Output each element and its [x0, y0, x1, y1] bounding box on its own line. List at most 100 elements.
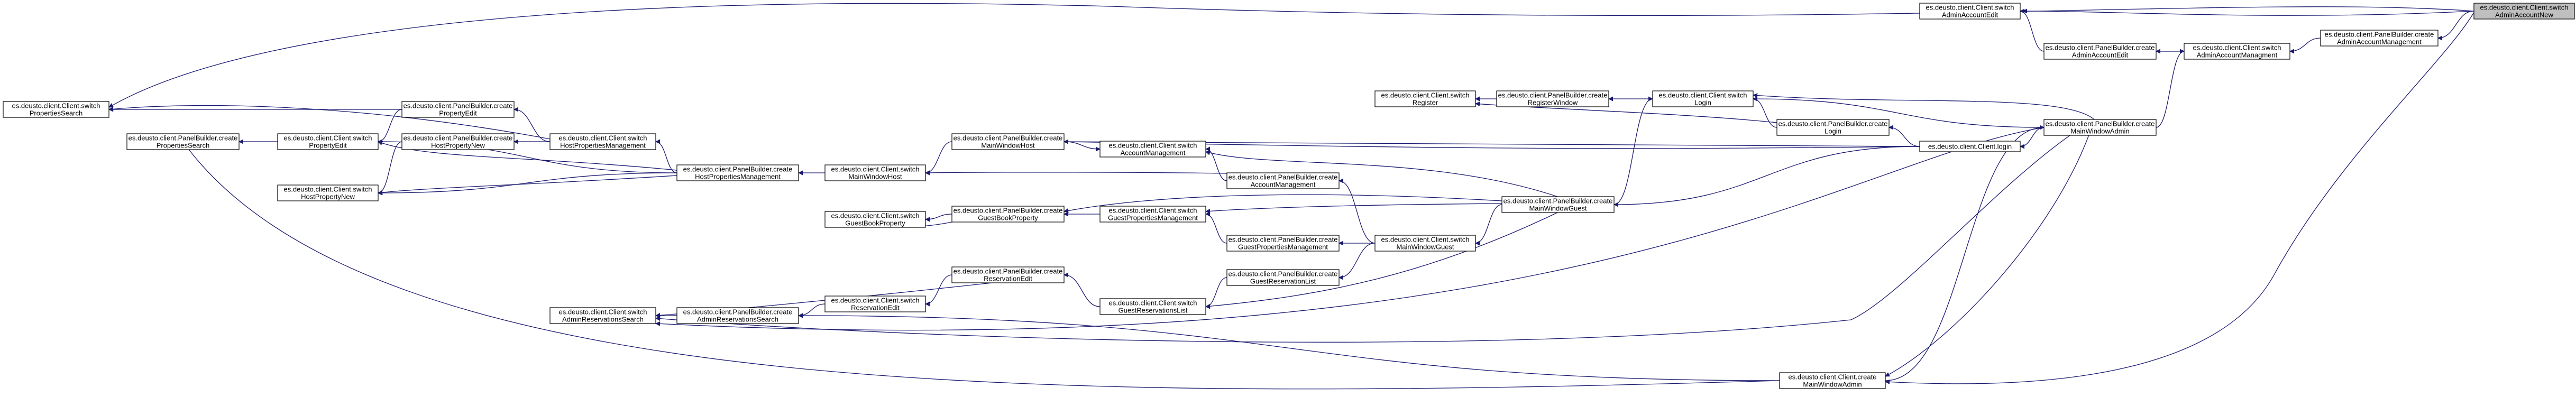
node-label: es.deusto.client.Client.switch: [2480, 4, 2569, 12]
graph-node[interactable]: es.deusto.client.PanelBuilder.createProp…: [401, 101, 515, 118]
node-box: [401, 133, 515, 150]
node-label: es.deusto.client.Client.switch: [1381, 91, 1470, 99]
call-edge: [1614, 96, 1653, 205]
graph-node[interactable]: es.deusto.client.Client.switchGuestReser…: [1099, 298, 1206, 315]
call-edge: [925, 274, 952, 307]
node-box: [824, 164, 926, 181]
node-box: [1776, 119, 1890, 136]
node-box: [549, 307, 656, 324]
graph-node[interactable]: es.deusto.client.Client.switchHostProper…: [549, 133, 656, 150]
edges-layer: [108, 3, 2474, 390]
call-edge-long: [655, 119, 2095, 343]
node-label: HostPropertyNew: [431, 142, 485, 150]
node-label: es.deusto.client.PanelBuilder.create: [954, 134, 1063, 142]
node-label: es.deusto.client.Client.switch: [831, 297, 920, 304]
graph-node[interactable]: es.deusto.client.Client.switchAccountMan…: [1099, 141, 1206, 158]
node-label: es.deusto.client.PanelBuilder.create: [2046, 120, 2155, 128]
node-box: [2043, 43, 2157, 60]
call-edge-long: [1885, 13, 2474, 384]
graph-node[interactable]: es.deusto.client.Client.switchGuestPrope…: [1099, 206, 1206, 223]
call-edge-long: [378, 175, 677, 195]
graph-node[interactable]: es.deusto.client.Client.switchPropertyEd…: [277, 133, 379, 150]
call-edge-long: [655, 127, 2045, 331]
node-box: [676, 164, 799, 181]
node-label: ReservationEdit: [851, 304, 900, 312]
graph-node[interactable]: es.deusto.client.Client.createMainWindow…: [1779, 372, 1886, 389]
call-edge-long: [1205, 212, 1558, 309]
graph-node[interactable]: es.deusto.client.PanelBuilder.createHost…: [676, 164, 799, 181]
node-label: es.deusto.client.Client.switch: [559, 308, 647, 316]
node-label: es.deusto.client.Client.switch: [2193, 44, 2281, 52]
node-label: HostPropertiesManagement: [695, 173, 781, 181]
graph-node[interactable]: es.deusto.client.PanelBuilder.createMain…: [1501, 196, 1615, 213]
graph-node[interactable]: es.deusto.client.Client.switchReservatio…: [824, 296, 926, 312]
node-box: [1919, 3, 2021, 20]
call-edge-long: [108, 3, 2474, 108]
graph-node[interactable]: es.deusto.client.PanelBuilder.createGues…: [1226, 235, 1340, 252]
node-box: [1374, 235, 1476, 252]
node-box: [824, 296, 926, 312]
graph-node[interactable]: es.deusto.client.PanelBuilder.createAcco…: [1226, 172, 1340, 189]
node-label: MainWindowHost: [848, 173, 902, 181]
graph-node[interactable]: es.deusto.client.PanelBuilder.createRese…: [951, 266, 1065, 283]
graph-node[interactable]: es.deusto.client.PanelBuilder.createHost…: [401, 133, 515, 150]
graph-node[interactable]: es.deusto.client.Client.switchMainWindow…: [824, 164, 926, 181]
graph-node[interactable]: es.deusto.client.PanelBuilder.createAdmi…: [676, 307, 799, 324]
node-label: AccountManagement: [1251, 181, 1316, 189]
node-label: es.deusto.client.Client.switch: [12, 102, 100, 110]
node-box: [1099, 206, 1206, 223]
nodes-layer: es.deusto.client.Client.switchAdminAccou…: [3, 3, 2575, 389]
node-label: es.deusto.client.PanelBuilder.create: [1229, 173, 1338, 181]
graph-node[interactable]: es.deusto.client.PanelBuilder.createMain…: [951, 133, 1065, 150]
call-edge: [1205, 146, 1227, 181]
graph-node[interactable]: es.deusto.client.PanelBuilder.createGues…: [1226, 269, 1340, 286]
call-edge: [378, 109, 402, 144]
graph-node[interactable]: es.deusto.client.Client.switchAdminAccou…: [1919, 3, 2021, 20]
graph-node[interactable]: es.deusto.client.PanelBuilder.createRegi…: [1496, 90, 1609, 107]
graph-node[interactable]: es.deusto.client.Client.switchAdminAccou…: [2473, 3, 2575, 20]
node-label: es.deusto.client.PanelBuilder.create: [683, 165, 793, 173]
node-label: es.deusto.client.Client.switch: [284, 134, 372, 142]
graph-node[interactable]: es.deusto.client.PanelBuilder.createAdmi…: [2320, 30, 2439, 47]
node-label: es.deusto.client.Client.switch: [559, 134, 647, 142]
node-label: es.deusto.client.Client.create: [1789, 373, 1877, 381]
node-label: es.deusto.client.Client.switch: [1109, 299, 1197, 307]
graph-node[interactable]: es.deusto.client.PanelBuilder.createLogi…: [1776, 119, 1890, 136]
graph-node[interactable]: es.deusto.client.Client.login: [1919, 141, 2021, 152]
graph-node[interactable]: es.deusto.client.Client.switchAdminReser…: [549, 307, 656, 324]
node-label: es.deusto.client.PanelBuilder.create: [1229, 236, 1338, 244]
node-label: es.deusto.client.PanelBuilder.create: [1229, 270, 1338, 278]
node-box: [951, 133, 1065, 150]
graph-node[interactable]: es.deusto.client.PanelBuilder.createMain…: [2043, 119, 2157, 136]
node-label: PropertiesSearch: [30, 109, 82, 117]
node-label: AdminReservationsSearch: [562, 316, 644, 324]
call-edge-long: [1205, 150, 1558, 197]
node-label: PropertiesSearch: [157, 142, 209, 150]
graph-node[interactable]: es.deusto.client.Client.switchHostProper…: [277, 184, 379, 201]
call-edge: [925, 141, 952, 176]
graph-node[interactable]: es.deusto.client.Client.switchAdminAccou…: [2184, 43, 2290, 60]
graph-node[interactable]: es.deusto.client.Client.switchMainWindow…: [1374, 235, 1476, 252]
node-label: AccountManagement: [1121, 149, 1186, 157]
call-edge: [2156, 49, 2185, 128]
graph-node[interactable]: es.deusto.client.PanelBuilder.createAdmi…: [2043, 43, 2157, 60]
graph-node[interactable]: es.deusto.client.PanelBuilder.createGues…: [951, 206, 1065, 223]
node-box: [1652, 90, 1754, 107]
node-box: [951, 206, 1065, 223]
call-edge: [798, 303, 826, 318]
call-edge: [1064, 272, 1101, 307]
call-edge: [925, 214, 952, 222]
graph-node[interactable]: es.deusto.client.PanelBuilder.createProp…: [126, 133, 240, 150]
call-edge: [1064, 141, 1101, 152]
node-label: HostPropertiesManagement: [560, 142, 646, 150]
node-label: es.deusto.client.PanelBuilder.create: [129, 134, 238, 142]
node-box: [1226, 235, 1340, 252]
node-label: AdminAccountManagement: [2337, 38, 2422, 46]
node-label: ReservationEdit: [984, 275, 1032, 283]
node-box: [2043, 119, 2157, 136]
graph-node[interactable]: es.deusto.client.Client.switchGuestBookP…: [824, 211, 926, 228]
node-label: MainWindowAdmin: [2070, 127, 2129, 135]
graph-node[interactable]: es.deusto.client.Client.switchProperties…: [3, 101, 109, 118]
